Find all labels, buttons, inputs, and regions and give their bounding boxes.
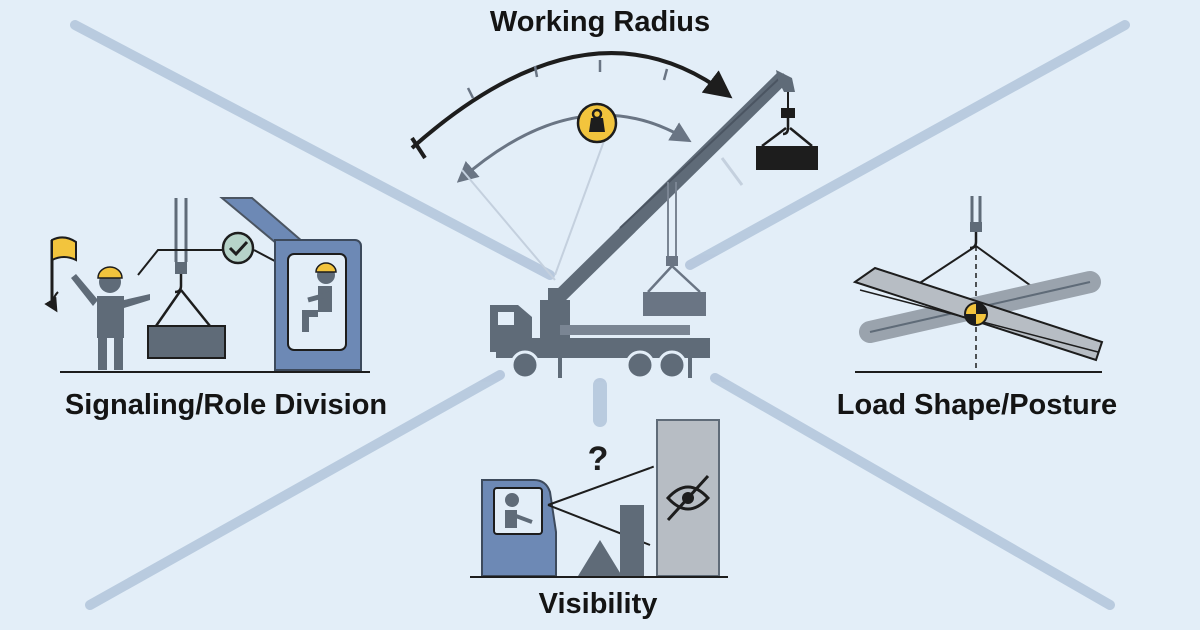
label-signaling-role-division: Signaling/Role Division [64,389,388,421]
signaling-illustration [44,197,370,373]
label-load-shape-posture: Load Shape/Posture [836,389,1118,421]
signaler-worker [71,266,150,370]
eye-slash-icon [665,474,711,522]
truck-crane-icon [490,70,818,380]
visibility-illustration: ? [470,419,728,578]
label-visibility: Visibility [538,588,658,620]
center-of-gravity-icon [964,302,988,326]
background-rays [70,20,1130,610]
weight-icon [576,102,618,144]
working-radius-arcs [410,51,744,281]
check-icon [221,231,255,265]
load-shape-illustration [852,196,1104,373]
operator-icon [302,262,337,332]
question-mark: ? [588,440,609,478]
label-working-radius: Working Radius [489,6,711,38]
signal-flag-icon [44,236,77,313]
